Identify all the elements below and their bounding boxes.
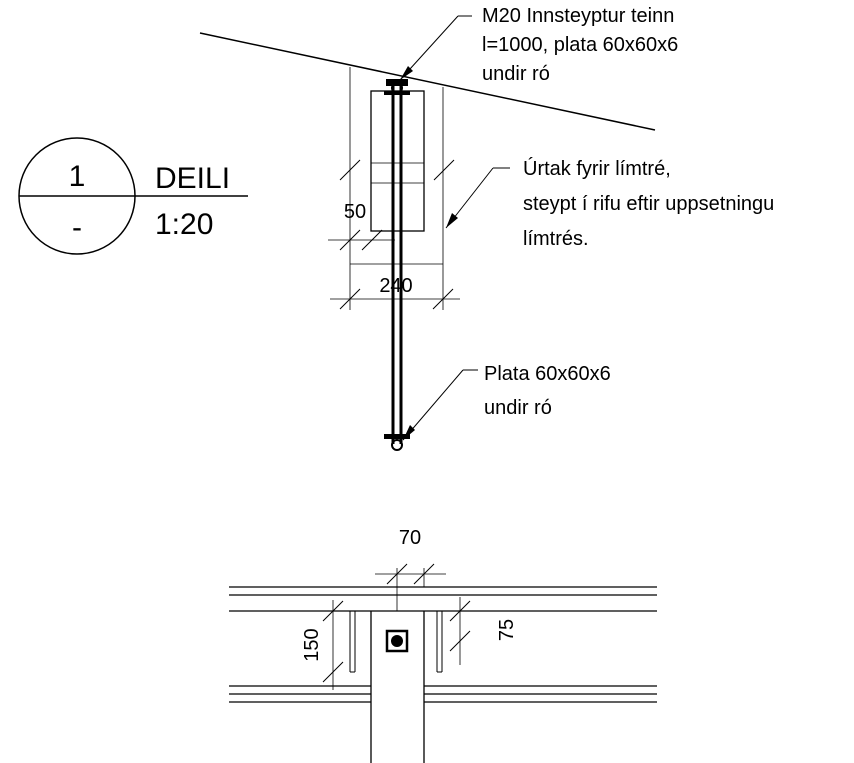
dim-recess-depth: 50 bbox=[328, 159, 455, 251]
plan-recess bbox=[349, 611, 443, 673]
detail-title-block: 1 - DEILI 1:20 bbox=[18, 137, 248, 255]
plan-bolt-plate bbox=[385, 629, 409, 653]
section-view: 50 240 M20 Innsteyptur teinn l=1000, pla… bbox=[199, 5, 774, 451]
dim-recess-height: 150 bbox=[301, 600, 344, 690]
note-recess-line-1: Úrtak fyrir límtré, bbox=[523, 157, 671, 180]
roof-slope-line bbox=[199, 32, 656, 131]
recess-outline bbox=[349, 67, 444, 265]
note-anchor-bolt-line-2: l=1000, plata 60x60x6 bbox=[482, 34, 678, 56]
dim-beam-width: 70 bbox=[375, 527, 446, 611]
dim-bolt-offset: 75 bbox=[449, 597, 518, 665]
plan-rails bbox=[229, 586, 657, 703]
dim-recess-height-label: 150 bbox=[301, 628, 323, 661]
note-plate-line-2: undir ró bbox=[484, 397, 552, 419]
leader-plate: Plata 60x60x6 undir ró bbox=[402, 363, 611, 441]
detail-scale: 1:20 bbox=[155, 208, 213, 241]
sheet-reference: - bbox=[72, 211, 82, 244]
anchor-rod bbox=[391, 84, 403, 444]
plan-glulam bbox=[370, 610, 425, 763]
detail-number: 1 bbox=[69, 160, 86, 193]
leader-anchor-bolt: M20 Innsteyptur teinn l=1000, plata 60x6… bbox=[399, 5, 678, 85]
dim-recess-depth-label: 50 bbox=[344, 201, 366, 223]
note-plate-line-1: Plata 60x60x6 bbox=[484, 363, 611, 385]
dim-beam-width-label: 70 bbox=[399, 527, 421, 549]
top-nut bbox=[384, 79, 410, 95]
detail-title: DEILI bbox=[155, 162, 230, 195]
note-anchor-bolt-line-3: undir ró bbox=[482, 63, 550, 85]
bottom-nut bbox=[384, 434, 410, 451]
glulam-member bbox=[370, 90, 425, 232]
note-recess-line-2: steypt í rifu eftir uppsetningu bbox=[523, 193, 774, 215]
note-recess-line-3: límtrés. bbox=[523, 228, 589, 250]
plan-view: 70 150 75 bbox=[229, 527, 657, 763]
dim-bolt-offset-label: 75 bbox=[496, 619, 518, 641]
leader-recess: Úrtak fyrir límtré, steypt í rifu eftir … bbox=[445, 157, 774, 250]
dim-recess-width: 240 bbox=[330, 264, 460, 310]
dim-recess-width-label: 240 bbox=[379, 275, 412, 297]
note-anchor-bolt-line-1: M20 Innsteyptur teinn bbox=[482, 5, 674, 27]
